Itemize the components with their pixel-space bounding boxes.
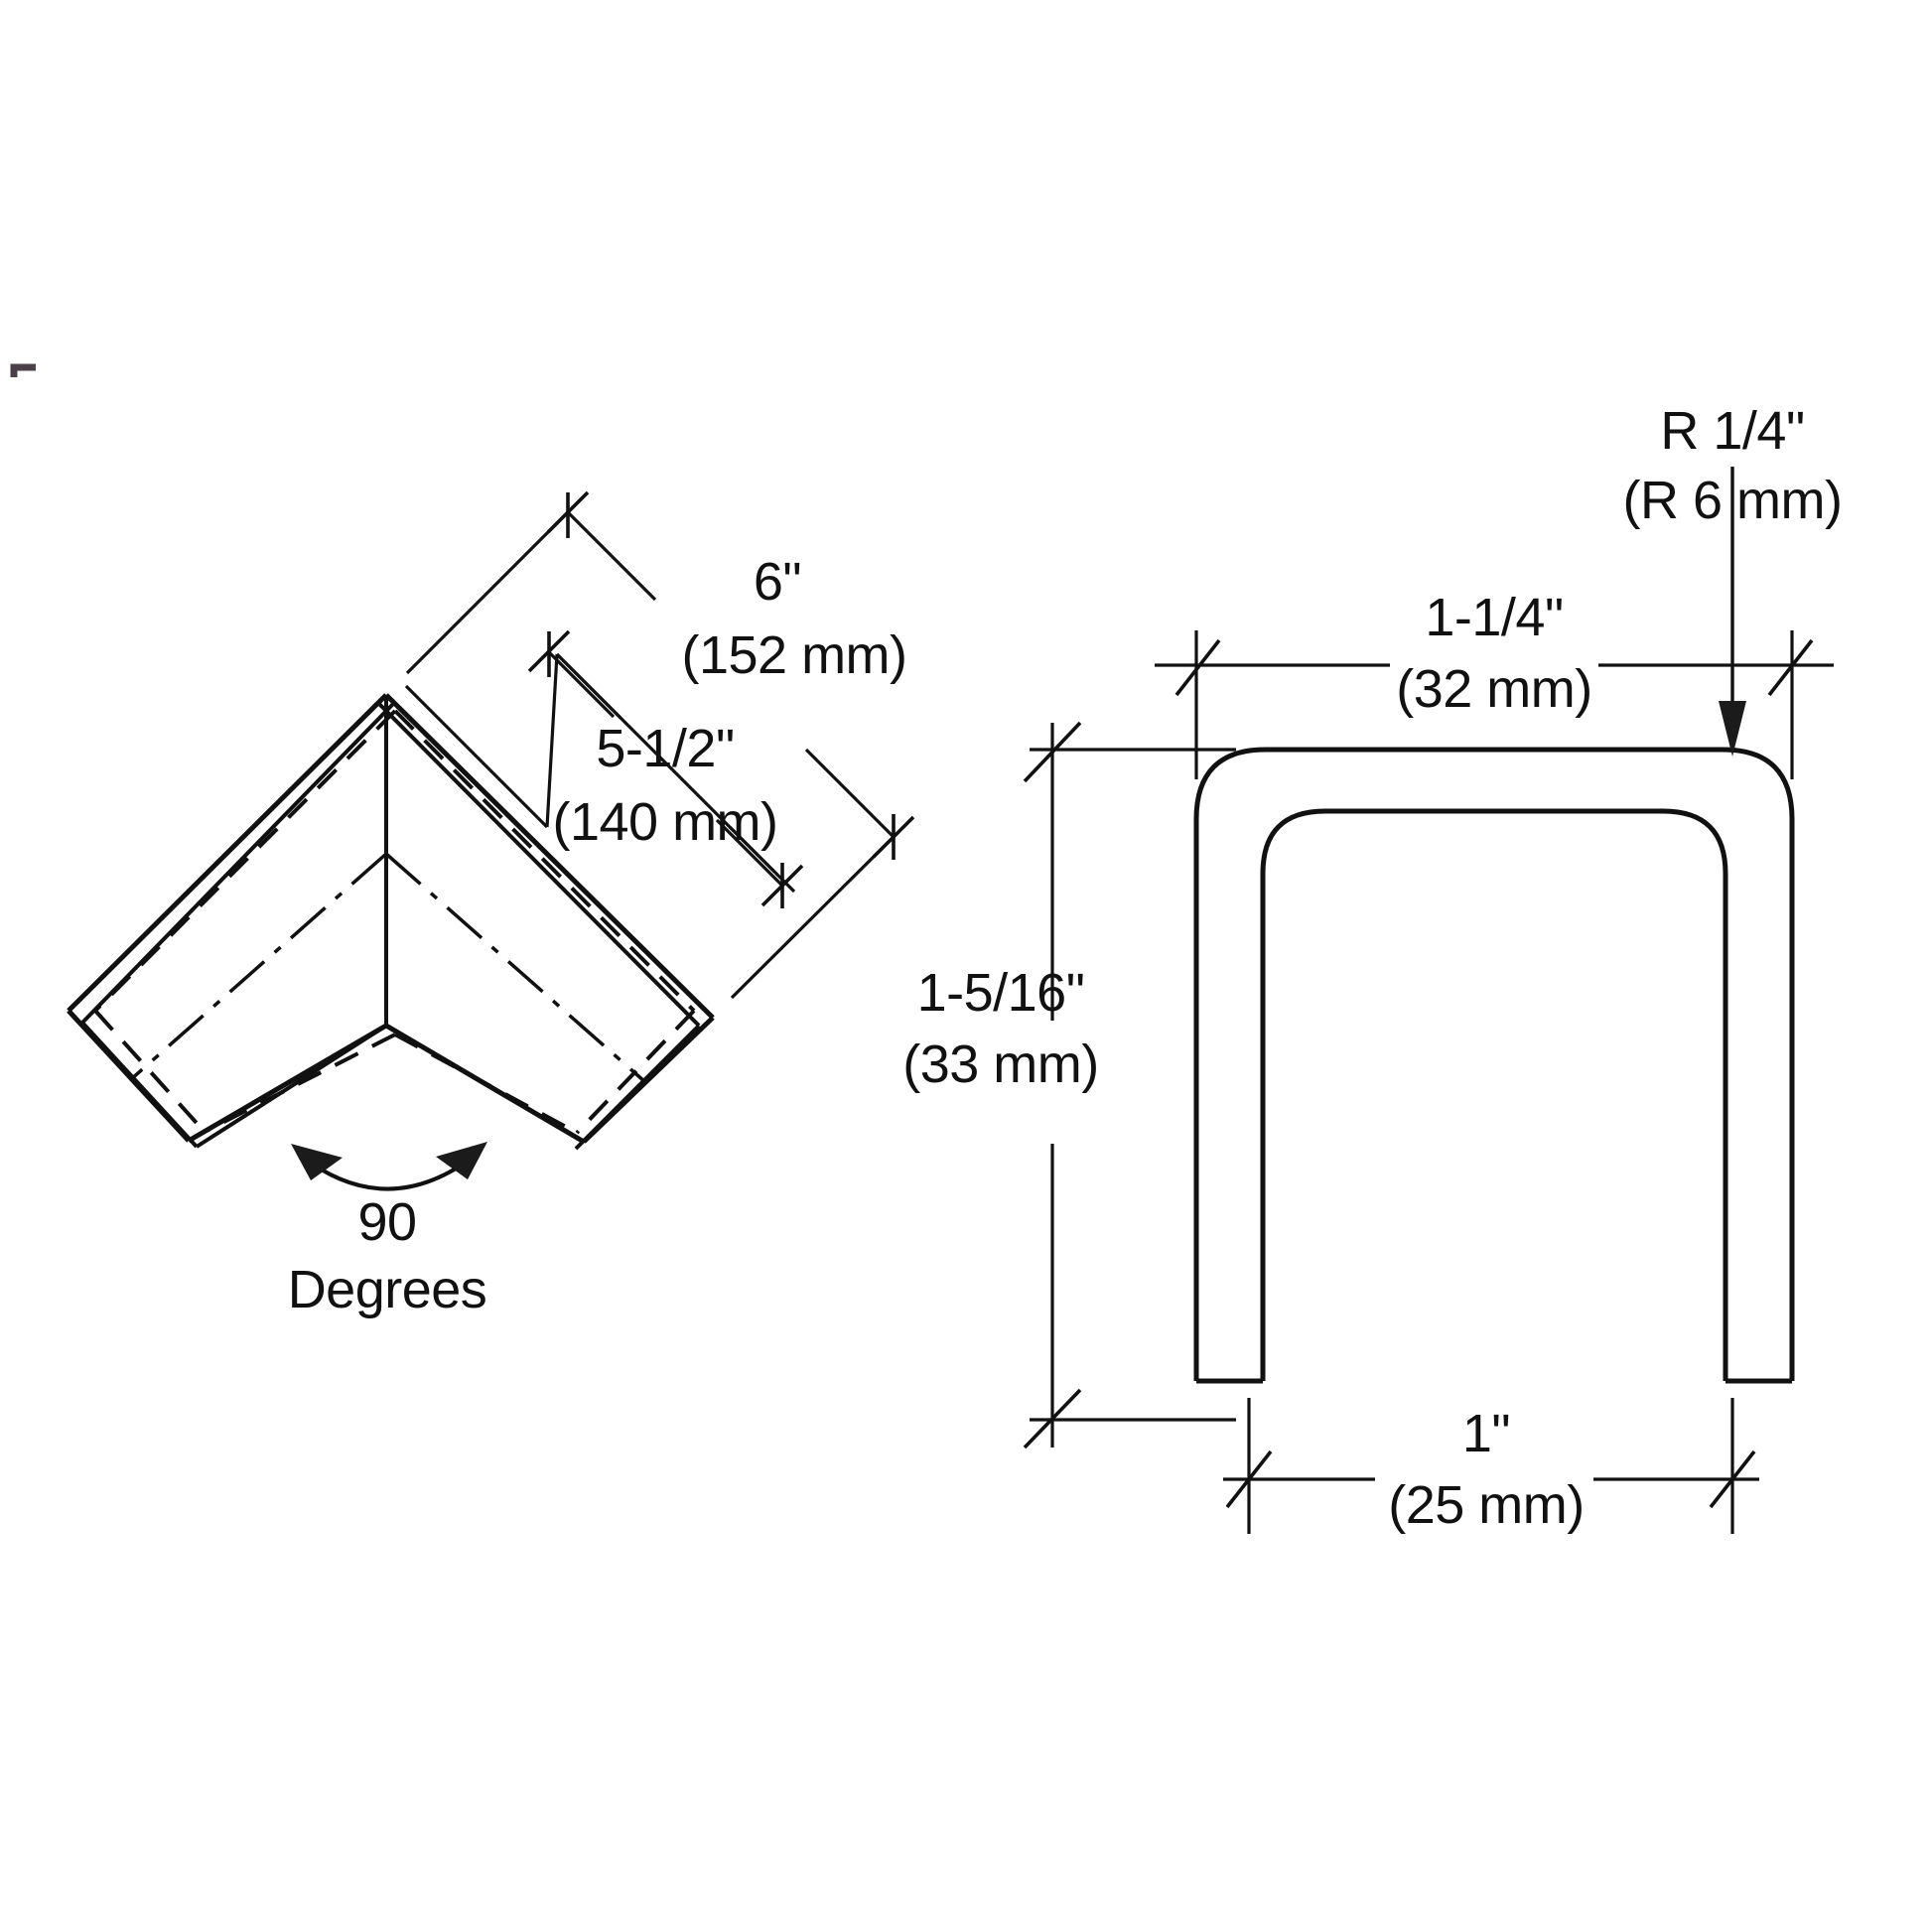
isometric-corner-view: 6" (152 mm) 5-1/2" (140 mm) — [67, 490, 915, 1319]
dimension-leg-length: 5-1/2" (140 mm) — [404, 629, 804, 908]
dimension-label-corner-radius-in: R 1/4" — [1660, 401, 1804, 461]
dimension-overall-length: 6" (152 mm) — [405, 490, 915, 1000]
dimension-corner-radius: R 1/4" (R 6 mm) — [1623, 401, 1843, 757]
dimension-label-height-mm: (33 mm) — [902, 1035, 1099, 1094]
dimension-label-inner-width-mm: (25 mm) — [1388, 1475, 1585, 1535]
angle-label-value: 90 — [357, 1192, 416, 1252]
corner-left-wing — [67, 693, 395, 1149]
dimension-label-height-in: 1-5/16" — [917, 963, 1085, 1023]
channel-inner-profile — [1260, 808, 1728, 1381]
annotation-angle-90-degrees: 90 Degrees — [288, 1142, 487, 1319]
angle-label-unit: Degrees — [288, 1260, 487, 1319]
dimension-label-corner-radius-mm: (R 6 mm) — [1623, 471, 1843, 530]
dimension-label-outer-width-mm: (32 mm) — [1396, 659, 1592, 719]
leader-arrow-head — [1719, 701, 1746, 757]
dimension-label-overall-length-in: 6" — [754, 552, 801, 612]
dimension-label-overall-length-mm: (152 mm) — [681, 625, 906, 685]
corner-center-lines — [128, 852, 647, 1084]
channel-outer-profile — [1193, 747, 1795, 1381]
dimension-label-inner-width-in: 1" — [1462, 1404, 1510, 1463]
dimension-label-leg-length-in: 5-1/2" — [596, 719, 734, 778]
dimension-height: 1-5/16" (33 mm) — [902, 721, 1236, 1449]
dimension-outer-width: 1-1/4" (32 mm) — [1155, 588, 1834, 779]
dimension-label-outer-width-in: 1-1/4" — [1425, 588, 1563, 647]
corner-right-wing — [377, 693, 715, 1151]
registration-corner-mark — [10, 363, 36, 377]
arrow-head-right — [436, 1142, 487, 1179]
dimension-label-leg-length-mm: (140 mm) — [552, 792, 777, 852]
arrow-head-left — [291, 1144, 343, 1180]
dimension-inner-width: 1" (25 mm) — [1223, 1398, 1759, 1535]
profile-section-view: R 1/4" (R 6 mm) 1-1/4" (32 mm) — [902, 401, 1843, 1535]
